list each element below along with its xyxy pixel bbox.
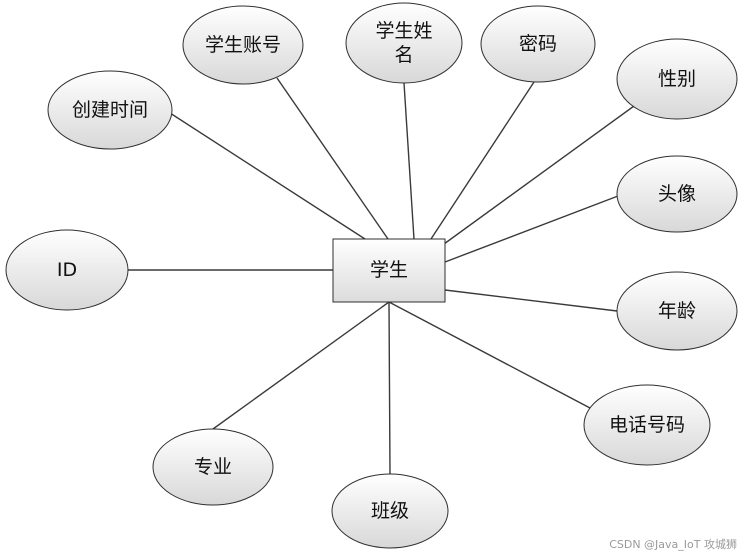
- edge-password: [430, 81, 535, 240]
- attribute-label: 性别: [658, 68, 696, 90]
- attribute-age[interactable]: 年龄: [616, 271, 738, 351]
- attribute-id[interactable]: ID: [5, 229, 129, 311]
- attribute-label: 专业: [194, 456, 232, 478]
- attribute-ellipse: [583, 384, 711, 466]
- attribute-student-name[interactable]: 学生姓名: [345, 2, 463, 84]
- edge-student-account: [276, 77, 389, 240]
- attribute-major[interactable]: 专业: [152, 428, 274, 506]
- attribute-label-line: 性别: [658, 68, 696, 90]
- entity-student[interactable]: 学生: [332, 238, 446, 303]
- attribute-label: 创建时间: [72, 99, 148, 121]
- entity-box: [332, 238, 446, 303]
- attribute-ellipse: [47, 70, 173, 150]
- attribute-label-line: 学生姓: [375, 20, 432, 42]
- attribute-label-line: 创建时间: [72, 99, 148, 121]
- attribute-avatar[interactable]: 头像: [616, 155, 738, 233]
- attribute-label-line: 班级: [371, 500, 409, 522]
- attribute-label-line: ID: [57, 259, 77, 281]
- edge-major: [212, 301, 390, 430]
- attribute-label: 年龄: [658, 300, 696, 322]
- edge-age: [444, 289, 618, 312]
- relationship-lines: [128, 77, 635, 475]
- attribute-label: 学生姓名: [375, 20, 432, 66]
- attribute-label: 班级: [371, 500, 409, 522]
- edge-gender: [443, 105, 635, 245]
- attribute-label-line: 学生账号: [205, 34, 281, 56]
- watermark-text: CSDN @Java_IoT 攻城狮: [609, 538, 737, 551]
- attribute-label: 密码: [519, 33, 557, 55]
- attribute-create-time[interactable]: 创建时间: [47, 70, 173, 150]
- attribute-label: 电话号码: [609, 414, 685, 436]
- edge-phone: [388, 301, 591, 409]
- attribute-ellipse: [616, 38, 738, 120]
- attribute-label-line: 头像: [658, 183, 696, 205]
- attribute-ellipse: [480, 5, 596, 83]
- attribute-phone[interactable]: 电话号码: [583, 384, 711, 466]
- edge-avatar: [444, 195, 619, 263]
- attribute-ellipse: [331, 473, 449, 549]
- edge-create-time: [169, 112, 366, 240]
- attribute-label-line: 密码: [519, 33, 557, 55]
- entity-label: 学生: [370, 259, 408, 281]
- attribute-ellipse: [152, 428, 274, 506]
- attribute-label-line: 年龄: [658, 300, 696, 322]
- attribute-password[interactable]: 密码: [480, 5, 596, 83]
- attribute-ellipse: [5, 229, 129, 311]
- attribute-label-line: 电话号码: [609, 414, 685, 436]
- attribute-gender[interactable]: 性别: [616, 38, 738, 120]
- attribute-ellipse: [182, 5, 304, 85]
- attribute-label: ID: [57, 259, 77, 281]
- attribute-student-account[interactable]: 学生账号: [182, 5, 304, 85]
- edge-student-name: [403, 82, 415, 240]
- attribute-ellipse: [345, 2, 463, 84]
- attribute-label: 学生账号: [205, 34, 281, 56]
- attribute-ellipse: [616, 155, 738, 233]
- edge-class: [388, 301, 391, 475]
- attribute-class[interactable]: 班级: [331, 473, 449, 549]
- attribute-label: 头像: [658, 183, 696, 205]
- attribute-label-line: 专业: [194, 456, 232, 478]
- attribute-ellipse: [616, 271, 738, 351]
- attribute-label-line: 名: [394, 44, 413, 66]
